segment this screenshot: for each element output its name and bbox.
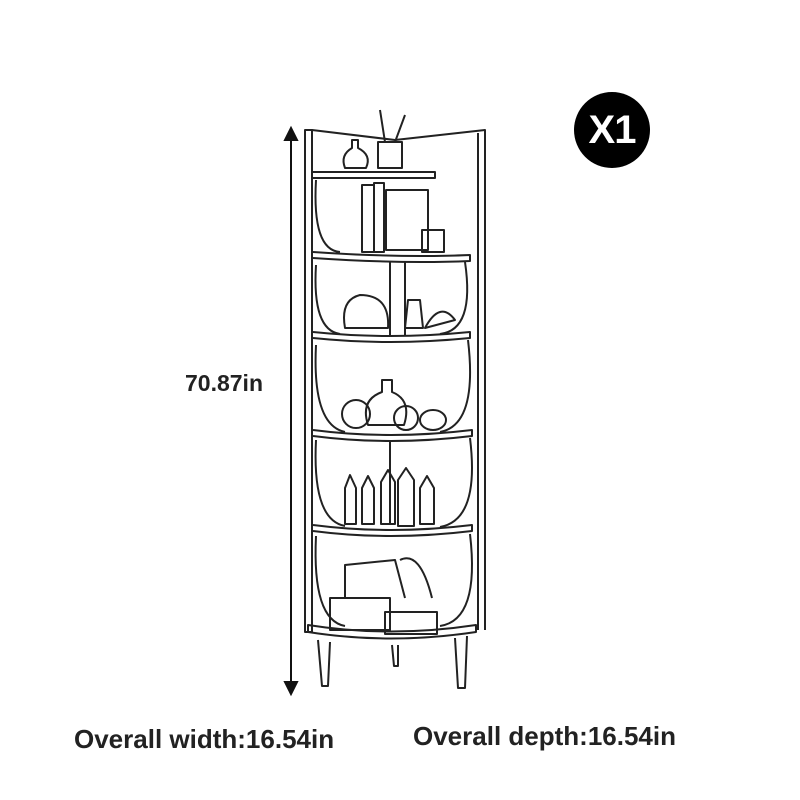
width-dimension-label: Overall width:16.54in: [74, 724, 335, 754]
height-arrow: [283, 125, 299, 697]
quantity-badge: X1: [574, 92, 650, 168]
height-dimension-label: 70.87in: [185, 370, 263, 396]
depth-dimension-label: Overall depth:16.54in: [413, 721, 676, 751]
shelf-frame: [304, 109, 486, 689]
